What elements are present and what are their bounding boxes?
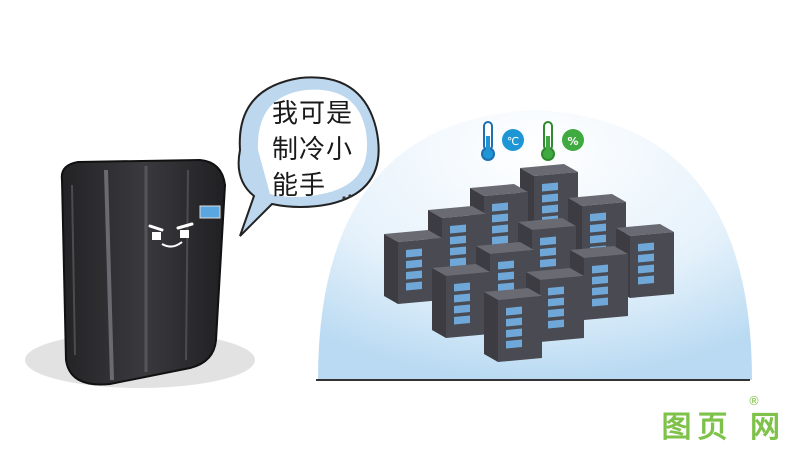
rack-panel-light (590, 223, 606, 233)
watermark-registered-mark: ® (748, 394, 760, 408)
server-rack (432, 264, 490, 338)
rack-panel-light (492, 213, 508, 223)
rack-panel-light (454, 304, 470, 314)
rack-panel-light (592, 297, 608, 307)
rack-panel-light (592, 264, 608, 274)
rack-panel-light (548, 297, 564, 307)
rack-panel-light (506, 339, 522, 349)
rack-panel-light (506, 328, 522, 338)
rack-panel-light (406, 281, 422, 291)
rack-panel-light (638, 253, 654, 263)
rack-panel-light (492, 202, 508, 212)
rack-panel-light (590, 212, 606, 222)
rack-panel-light (542, 193, 558, 203)
percent-badge-icon (562, 129, 584, 151)
speech-bubble (237, 76, 380, 237)
rack-panel-light (450, 235, 466, 245)
rack-panel-light (540, 247, 556, 257)
rack-panel-light (540, 258, 556, 268)
ac-display (199, 205, 221, 219)
celsius-badge-icon (502, 129, 524, 151)
rack-panel-light (492, 224, 508, 234)
rack-panel-light (506, 317, 522, 327)
ac-face (148, 222, 194, 248)
watermark-logo-text: 图页 网 (661, 410, 786, 445)
bubble-line-3: 能手 (272, 171, 327, 201)
rack-panel-light (450, 224, 466, 234)
percent-label: % (567, 135, 578, 148)
rack-panel-light (454, 315, 470, 325)
rack-panel-light (548, 319, 564, 329)
rack-panel-light (498, 260, 514, 270)
thermometer-temperature-icon (481, 121, 524, 161)
rack-panel-light (450, 257, 466, 267)
speech-bubble-text: 我可是 制冷小 能手 (272, 96, 353, 204)
server-rack-cluster (384, 164, 674, 362)
server-rack (384, 230, 442, 304)
rack-panel-light (592, 275, 608, 285)
rack-panel-light (450, 246, 466, 256)
rack-panel-light (638, 264, 654, 274)
rack-panel-light (454, 293, 470, 303)
rack-panel-light (590, 234, 606, 244)
rack-panel-light (406, 248, 422, 258)
rack-panel-light (498, 271, 514, 281)
rack-panel-light (542, 182, 558, 192)
rack-panel-light (638, 275, 654, 285)
server-rack (428, 206, 486, 280)
thermometer-humidity-icon (541, 121, 584, 161)
bubble-line-1: 我可是 (272, 99, 354, 129)
rack-panel-light (548, 286, 564, 296)
rack-panel-light (592, 286, 608, 296)
rack-panel-light (638, 242, 654, 252)
bubble-line-2: 制冷小 (272, 135, 354, 165)
air-conditioner-unit (60, 158, 227, 386)
rack-panel-light (548, 308, 564, 318)
rack-panel-light (492, 235, 508, 245)
celsius-label: ℃ (507, 135, 519, 148)
rack-panel-light (454, 282, 470, 292)
rack-panel-light (542, 204, 558, 214)
rack-panel-light (506, 306, 522, 316)
rack-panel-light (406, 270, 422, 280)
rack-panel-light (406, 259, 422, 269)
rack-panel-light (498, 282, 514, 292)
rack-panel-light (540, 236, 556, 246)
server-rack (484, 288, 542, 362)
